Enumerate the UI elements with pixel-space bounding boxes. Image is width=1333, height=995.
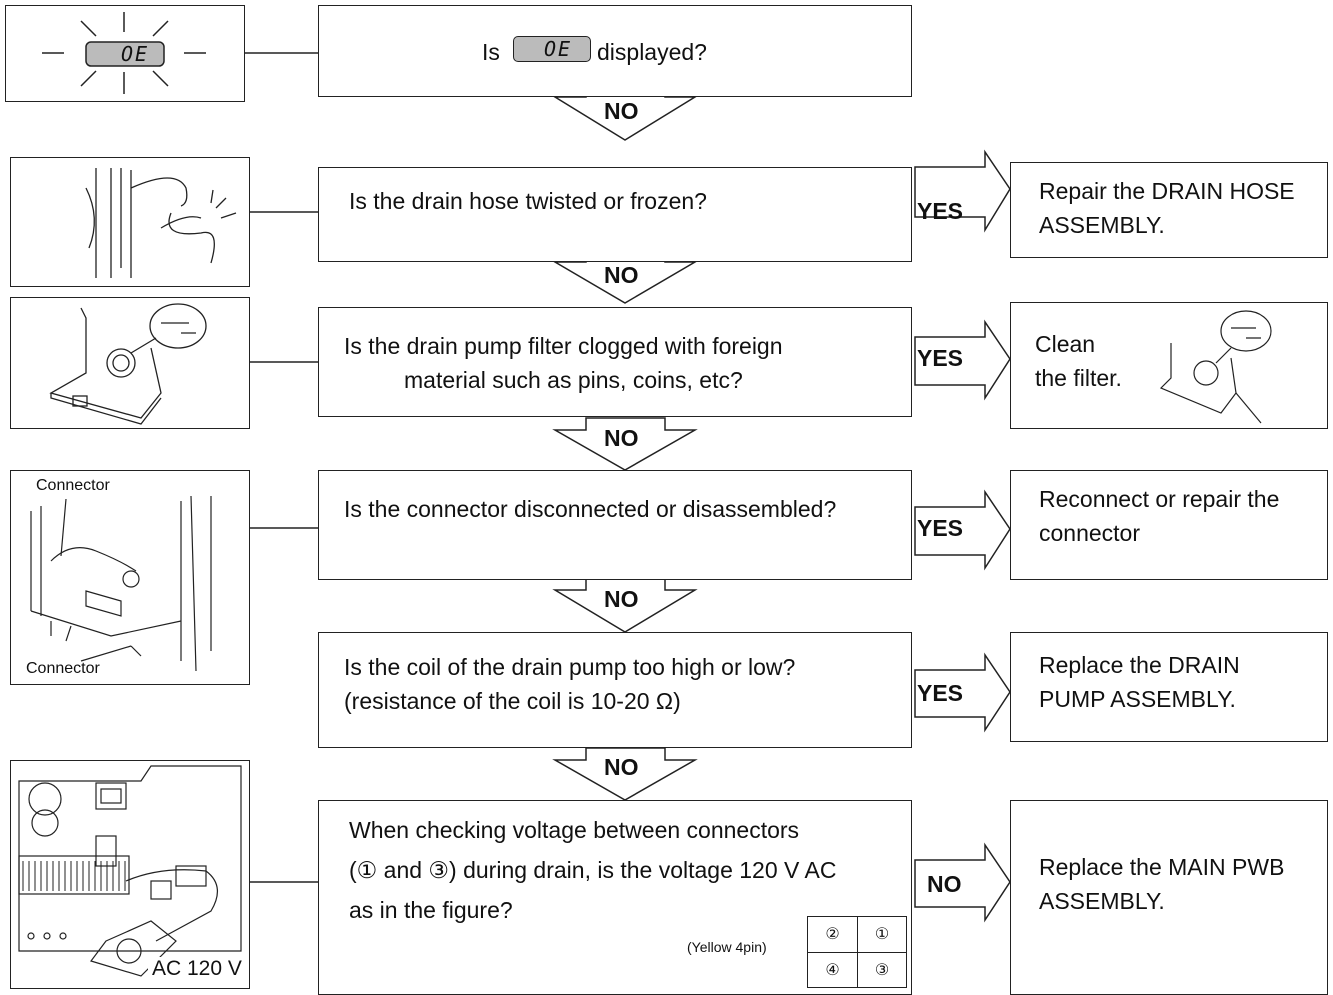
- a3-line-2: connector: [1039, 520, 1141, 546]
- display-icon-panel: OE: [5, 5, 245, 102]
- a2-line-1: Clean: [1035, 331, 1096, 357]
- q2-line-1: Is the drain pump filter clogged with fo…: [344, 333, 783, 359]
- pin-4: ④: [825, 962, 840, 979]
- q5-line-2: (① and ③) during drain, is the voltage 1…: [349, 857, 837, 883]
- question-5-box: When checking voltage between connectors…: [318, 800, 912, 995]
- yes-arrow-4: [914, 652, 1011, 733]
- pwb-illustration: [18, 765, 242, 977]
- question-3-box: Is the connector disconnected or disasse…: [318, 470, 912, 580]
- no-arrow-5: [552, 747, 698, 801]
- q0-post: displayed?: [597, 39, 707, 65]
- pin-grid: ② ① ④ ③: [807, 916, 907, 988]
- answer-4-box: Replace the DRAIN PUMP ASSEMBLY.: [1010, 632, 1328, 742]
- display-code: OE: [121, 42, 150, 66]
- question-2-box: Is the drain pump filter clogged with fo…: [318, 307, 912, 417]
- answer-5-box: Replace the MAIN PWB ASSEMBLY.: [1010, 800, 1328, 995]
- ac-voltage-label: AC 120 V: [148, 957, 246, 981]
- no-label-4: NO: [604, 586, 639, 612]
- pin-2: ②: [825, 926, 840, 943]
- pin-1: ①: [874, 926, 890, 943]
- q1-text: Is the drain hose twisted or frozen?: [349, 188, 707, 214]
- no-label-3: NO: [604, 425, 639, 451]
- answer-2-box: Clean the filter.: [1010, 302, 1328, 429]
- answer-1-box: Repair the DRAIN HOSE ASSEMBLY.: [1010, 162, 1328, 258]
- no-label-5: NO: [604, 754, 639, 780]
- drain-pump-filter-illustration: [49, 303, 207, 425]
- pin-caption: (Yellow 4pin): [687, 939, 767, 955]
- q3-text: Is the connector disconnected or disasse…: [344, 496, 837, 522]
- yes-label-3: YES: [917, 515, 964, 541]
- yes-label-1: YES: [917, 198, 964, 224]
- a5-line-1: Replace the MAIN PWB: [1039, 854, 1285, 880]
- question-4-box: Is the coil of the drain pump too high o…: [318, 632, 912, 748]
- yes-label-4: YES: [917, 680, 964, 706]
- no-arrow-3: [552, 417, 698, 471]
- q0-code: OE: [544, 37, 573, 61]
- q2-line-2: material such as pins, coins, etc?: [404, 367, 743, 393]
- no-label-1: NO: [604, 98, 639, 124]
- drain-pump-filter-image: [10, 297, 250, 429]
- no-label-final: NO: [927, 871, 962, 897]
- yes-arrow-2: [914, 319, 1011, 401]
- q5-line-1: When checking voltage between connectors: [349, 817, 800, 843]
- connector-label-top: Connector: [36, 477, 110, 494]
- drain-hose-image: [10, 157, 250, 287]
- connector-illustration: [30, 495, 212, 672]
- q0-code-badge: OE: [513, 36, 591, 62]
- clean-filter-illustration: [1159, 310, 1272, 424]
- a4-line-2: PUMP ASSEMBLY.: [1039, 686, 1236, 712]
- no-arrow-right: [914, 842, 1011, 923]
- q4-line-1: Is the coil of the drain pump too high o…: [344, 654, 796, 680]
- a3-line-1: Reconnect or repair the: [1039, 486, 1280, 512]
- a5-line-2: ASSEMBLY.: [1039, 888, 1165, 914]
- no-arrow-4: [552, 577, 698, 633]
- blinking-display-icon: [42, 12, 206, 94]
- a1-line-1: Repair the DRAIN HOSE: [1039, 178, 1295, 204]
- question-0-box: Is OE displayed?: [318, 5, 912, 97]
- connector-label-bottom: Connector: [26, 660, 100, 677]
- a2-line-2: the filter.: [1035, 365, 1122, 391]
- yes-label-2: YES: [917, 345, 964, 371]
- drain-hose-illustration: [85, 168, 237, 278]
- a1-line-2: ASSEMBLY.: [1039, 212, 1165, 238]
- question-1-box: Is the drain hose twisted or frozen?: [318, 167, 912, 262]
- yes-arrow-3: [914, 489, 1011, 571]
- q5-line-3: as in the figure?: [349, 897, 513, 923]
- q0-pre: Is: [482, 39, 500, 65]
- a4-line-1: Replace the DRAIN: [1039, 652, 1240, 678]
- main-pwb-image: AC 120 V: [10, 760, 250, 989]
- q4-line-2: (resistance of the coil is 10-20 Ω): [344, 688, 681, 714]
- pin-3: ③: [874, 962, 890, 979]
- connector-image: Connector Connector: [10, 470, 250, 685]
- yes-arrow-1: [914, 149, 1011, 233]
- answer-3-box: Reconnect or repair the connector: [1010, 470, 1328, 580]
- no-label-2: NO: [604, 262, 639, 288]
